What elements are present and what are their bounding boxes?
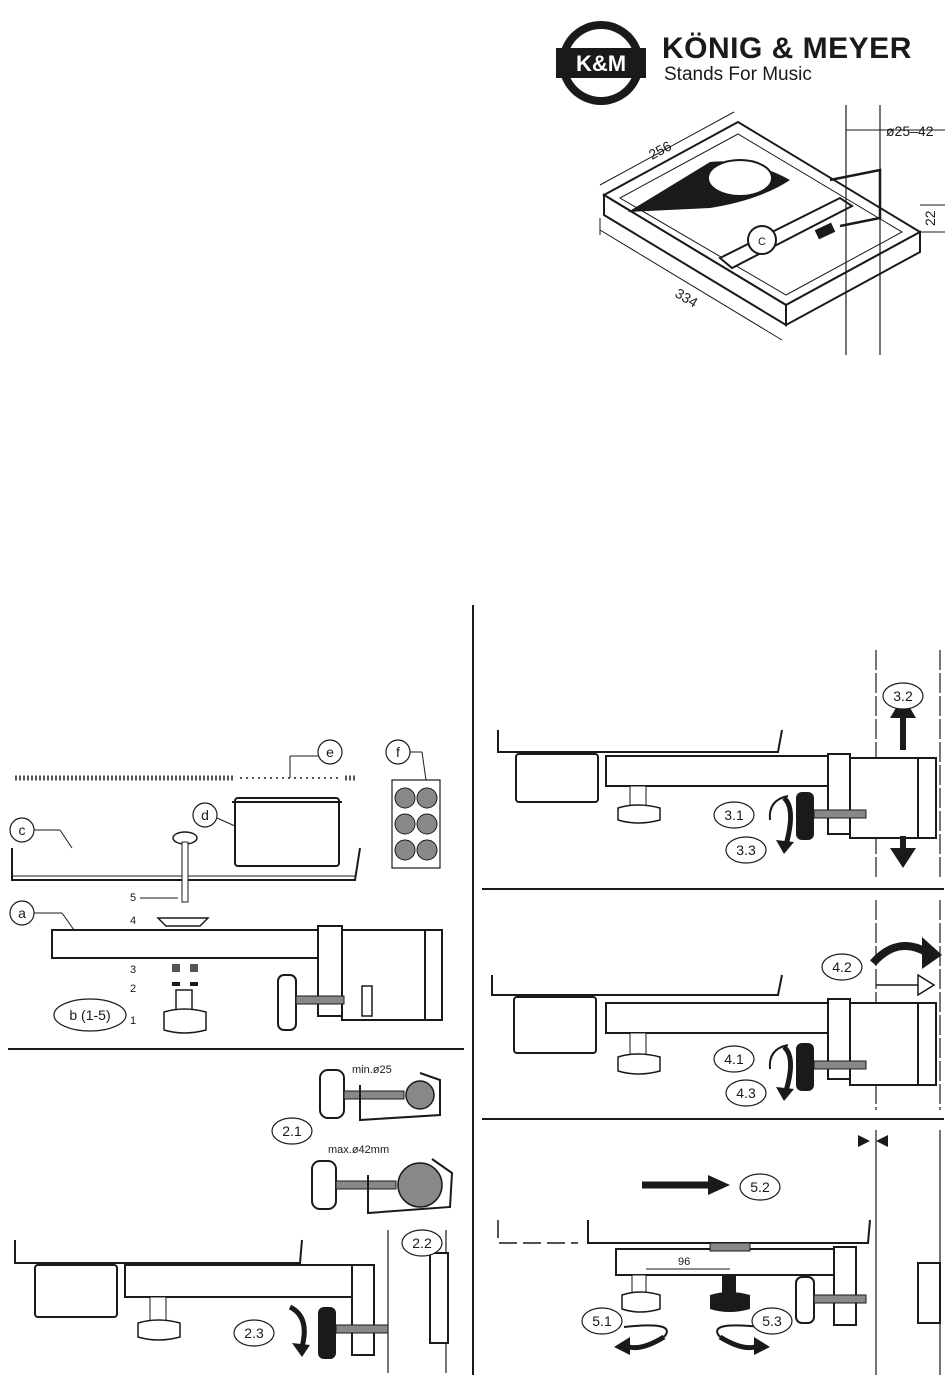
step-5-drawing: 5.2 96 5.1 5.3 [478, 1125, 948, 1377]
label-5: 5 [130, 892, 136, 904]
parts-exploded-view: e d f c 5 4 a 3 2 1 b (1-5) [0, 730, 470, 1045]
step-5-3: 5.3 [762, 1313, 782, 1329]
label-c: c [19, 822, 26, 838]
divider-right-1 [482, 888, 944, 890]
label-2: 2 [130, 983, 136, 995]
brand-tagline: Stands For Music [664, 64, 812, 86]
svg-text:C: C [758, 236, 766, 248]
label-a: a [18, 905, 26, 921]
spacing-96: 96 [678, 1256, 690, 1268]
step-2-1: 2.1 [282, 1123, 302, 1139]
label-d: d [201, 807, 209, 823]
step-5-2: 5.2 [750, 1179, 770, 1195]
divider-left-1 [8, 1048, 464, 1050]
step-3-3: 3.3 [736, 842, 756, 858]
dim-height: 22 [922, 210, 938, 226]
step-3-drawing: 3.2 3.1 3.3 [478, 640, 948, 885]
step-3-1: 3.1 [724, 807, 744, 823]
step-4-3: 4.3 [736, 1085, 756, 1101]
dim-diameter: ø25–42 [886, 123, 934, 139]
min-diameter-label: min.ø25 [352, 1064, 392, 1076]
max-diameter-label: max.ø42mm [328, 1144, 389, 1156]
label-e: e [326, 744, 334, 760]
label-1: 1 [130, 1015, 136, 1027]
brand-name: KÖNIG & MEYER [662, 32, 912, 66]
label-4: 4 [130, 915, 136, 927]
label-b: b (1-5) [69, 1007, 110, 1023]
step-3-2: 3.2 [893, 688, 913, 704]
brand-logo: K&M [556, 18, 646, 108]
overview-drawing: C 256 334 22 ø25–42 [590, 100, 945, 365]
step-2-3: 2.3 [244, 1325, 264, 1341]
logo-text: K&M [576, 51, 626, 76]
step-2-2: 2.2 [412, 1235, 432, 1251]
logo-icon: K&M [556, 18, 646, 108]
label-f: f [396, 744, 400, 760]
step-4-drawing: 4.2 4.1 4.3 [478, 895, 948, 1115]
step-5-1: 5.1 [592, 1313, 612, 1329]
divider-right-2 [482, 1118, 944, 1120]
step-2-drawing: min.ø25 2.1 max.ø42mm 2.2 2.3 [0, 1055, 470, 1375]
label-3: 3 [130, 964, 136, 976]
vertical-divider [472, 605, 474, 1375]
step-4-1: 4.1 [724, 1051, 744, 1067]
step-4-2: 4.2 [832, 959, 852, 975]
